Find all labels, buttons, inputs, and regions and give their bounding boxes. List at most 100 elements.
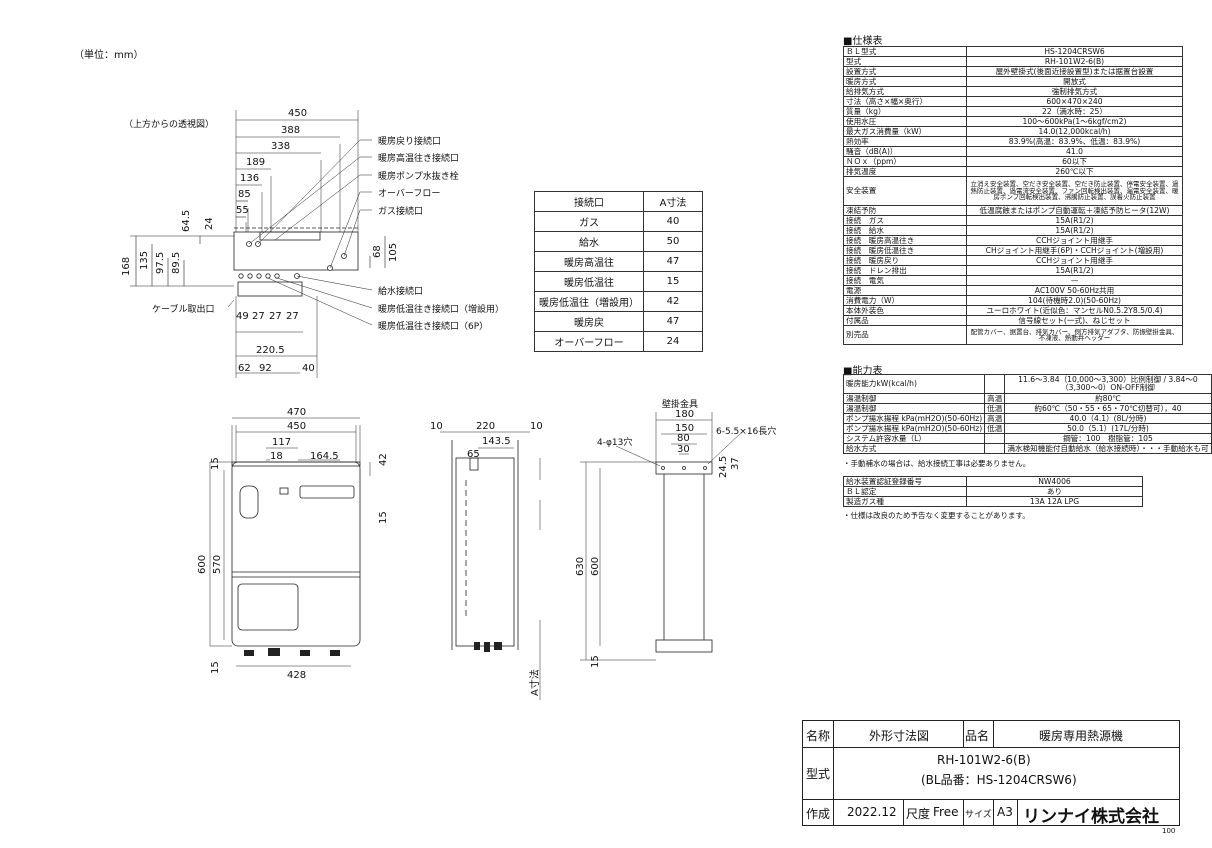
table-row: 凍結予防低温腐蝕またはポンプ自動運転＋凍結予防ヒータ(12W) xyxy=(843,205,1183,216)
table-cell: 40 xyxy=(643,211,703,232)
table-row: 質量（kg）22（満水時：25） xyxy=(843,106,1183,117)
cert-value: あり xyxy=(966,486,1143,497)
company-logo: リンナイ株式会社 xyxy=(1023,807,1159,827)
table-row: ＮＯｘ（ppm）60以下 xyxy=(843,156,1183,167)
capacity-value: 11.6〜3.84（10,000〜3,300）比例制御 / 3.84〜0（3,3… xyxy=(1004,374,1212,394)
spec-key: 接続 暖房高温往き xyxy=(843,235,967,246)
dim-570: 570 xyxy=(212,554,223,574)
table-row: 接続口 A寸法 xyxy=(534,191,703,212)
dim-470: 470 xyxy=(287,407,307,418)
capacity-sub xyxy=(984,443,1006,454)
spec-value: 15A(R1/2) xyxy=(966,265,1183,276)
table-row: 給水方式満水検知機能付自動給水（給水接続時）・・・手動給水も可 xyxy=(842,443,1212,454)
spec-value: 立消え安全装置、空だき安全装置、空だき防止装置、停電安全装置、過熱防止装置、過電… xyxy=(966,176,1183,206)
spec-key: 本体外装色 xyxy=(843,305,967,316)
spec-key: 接続 暖房戻り xyxy=(843,255,967,266)
spec-value: 信号線セット(一式)、ねじセット xyxy=(966,315,1183,326)
dim-40: 40 xyxy=(302,363,315,374)
dim-388: 388 xyxy=(281,125,301,136)
spec-title: ■仕様表 xyxy=(843,36,883,47)
callout-water: 給水接続口 xyxy=(378,287,424,297)
spec-key: ＢＬ型式 xyxy=(843,46,967,57)
dim-85: 85 xyxy=(238,189,251,200)
capacity-sub: 高温 xyxy=(984,413,1006,424)
spec-value: RH-101W2-6(B) xyxy=(966,56,1183,67)
dim-338: 338 xyxy=(271,141,291,152)
spec-value: 開放式 xyxy=(966,76,1183,87)
dim-189: 189 xyxy=(246,157,266,168)
dim-a: A寸法 xyxy=(530,669,541,696)
name-label: 名称 xyxy=(806,729,831,743)
spec-key: 騒音（dB(A)） xyxy=(843,146,967,157)
label-holes-13: 4-φ13穴 xyxy=(597,438,633,448)
table-header: 接続口 xyxy=(534,191,644,212)
scale-label: 尺度 xyxy=(906,807,931,821)
made-label: 作成 xyxy=(806,807,831,821)
dim-89-5: 89.5 xyxy=(171,251,182,274)
spec-value: 22（満水時：25） xyxy=(966,106,1183,117)
table-row: 暖房方式開放式 xyxy=(843,76,1183,87)
callout-gas: ガス接続口 xyxy=(378,207,424,217)
table-header: A寸法 xyxy=(643,191,703,212)
dim-600: 600 xyxy=(197,554,208,574)
dim-220-5: 220.5 xyxy=(256,345,285,356)
spec-key: 接続 電気 xyxy=(843,275,967,286)
label-slots: 6-5.5×16長穴 xyxy=(716,427,777,437)
table-cell: 15 xyxy=(643,271,703,292)
cert-note: ・仕様は改良のため予告なく変更することがあります。 xyxy=(843,511,1030,520)
bracket-view xyxy=(580,412,743,661)
spec-key: 凍結予防 xyxy=(843,205,967,216)
callout-heating-return: 暖房戻り接続口 xyxy=(378,137,442,147)
spec-key: 電源 xyxy=(843,285,967,296)
dim-62: 62 xyxy=(238,363,251,374)
dim-10-right: 10 xyxy=(530,421,543,432)
dim-428: 428 xyxy=(287,670,307,681)
spec-key: 排気温度 xyxy=(843,166,967,177)
dim-27a: 27 xyxy=(252,311,265,322)
scale-value: Free xyxy=(933,805,959,819)
cert-value: 13A 12A LPG xyxy=(966,496,1143,507)
cert-key: 製造ガス種 xyxy=(843,496,967,507)
unit-note: （単位：mm） xyxy=(74,50,144,61)
table-row: 暖房低温往（増設用）42 xyxy=(534,291,703,312)
table-row: 寸法（高さ×幅×奥行）600×470×240 xyxy=(843,96,1183,107)
spec-value: CHジョイント用継手(6P)・CCHジョイント(増設用) xyxy=(966,245,1183,256)
table-row: 暖房能力kW(kcal/h)11.6〜3.84（10,000〜3,300）比例制… xyxy=(842,374,1212,394)
spec-value: 15A(R1/2) xyxy=(966,215,1183,226)
spec-value: 83.9%(高温：83.9%、低温：83.9%) xyxy=(966,136,1183,147)
drawings xyxy=(130,110,743,700)
spec-key: 接続 ドレン排出 xyxy=(843,265,967,276)
table-cell: 47 xyxy=(643,251,703,272)
spec-key: 給排気方式 xyxy=(843,86,967,97)
table-cell: 暖房低温往 xyxy=(534,271,644,292)
cert-key: 給水装置認証登録番号 xyxy=(843,476,967,487)
spec-key: ＮＯｘ（ppm） xyxy=(843,156,967,167)
dim-220: 220 xyxy=(476,421,496,432)
capacity-key: システム許容水量（L） xyxy=(842,433,986,444)
table-row: 湯温制御高温約80℃ xyxy=(842,393,1212,404)
dim-37: 37 xyxy=(730,457,741,470)
capacity-key: ポンプ揚水揚程 kPa(mH2O)(50-60Hz) xyxy=(842,423,986,434)
spec-key: 使用水圧 xyxy=(843,116,967,127)
dim-600-bracket: 600 xyxy=(590,556,601,576)
spec-key: 設置方式 xyxy=(843,66,967,77)
top-view-title: （上方からの透視図） xyxy=(124,120,215,130)
dim-10-left: 10 xyxy=(430,421,443,432)
callout-overflow: オーバーフロー xyxy=(378,189,441,199)
spec-value: 260℃以下 xyxy=(966,166,1183,177)
model-label: 型式 xyxy=(806,767,831,781)
top-view xyxy=(130,110,386,378)
dim-164-5: 164.5 xyxy=(310,451,339,462)
dim-80: 80 xyxy=(677,433,690,444)
